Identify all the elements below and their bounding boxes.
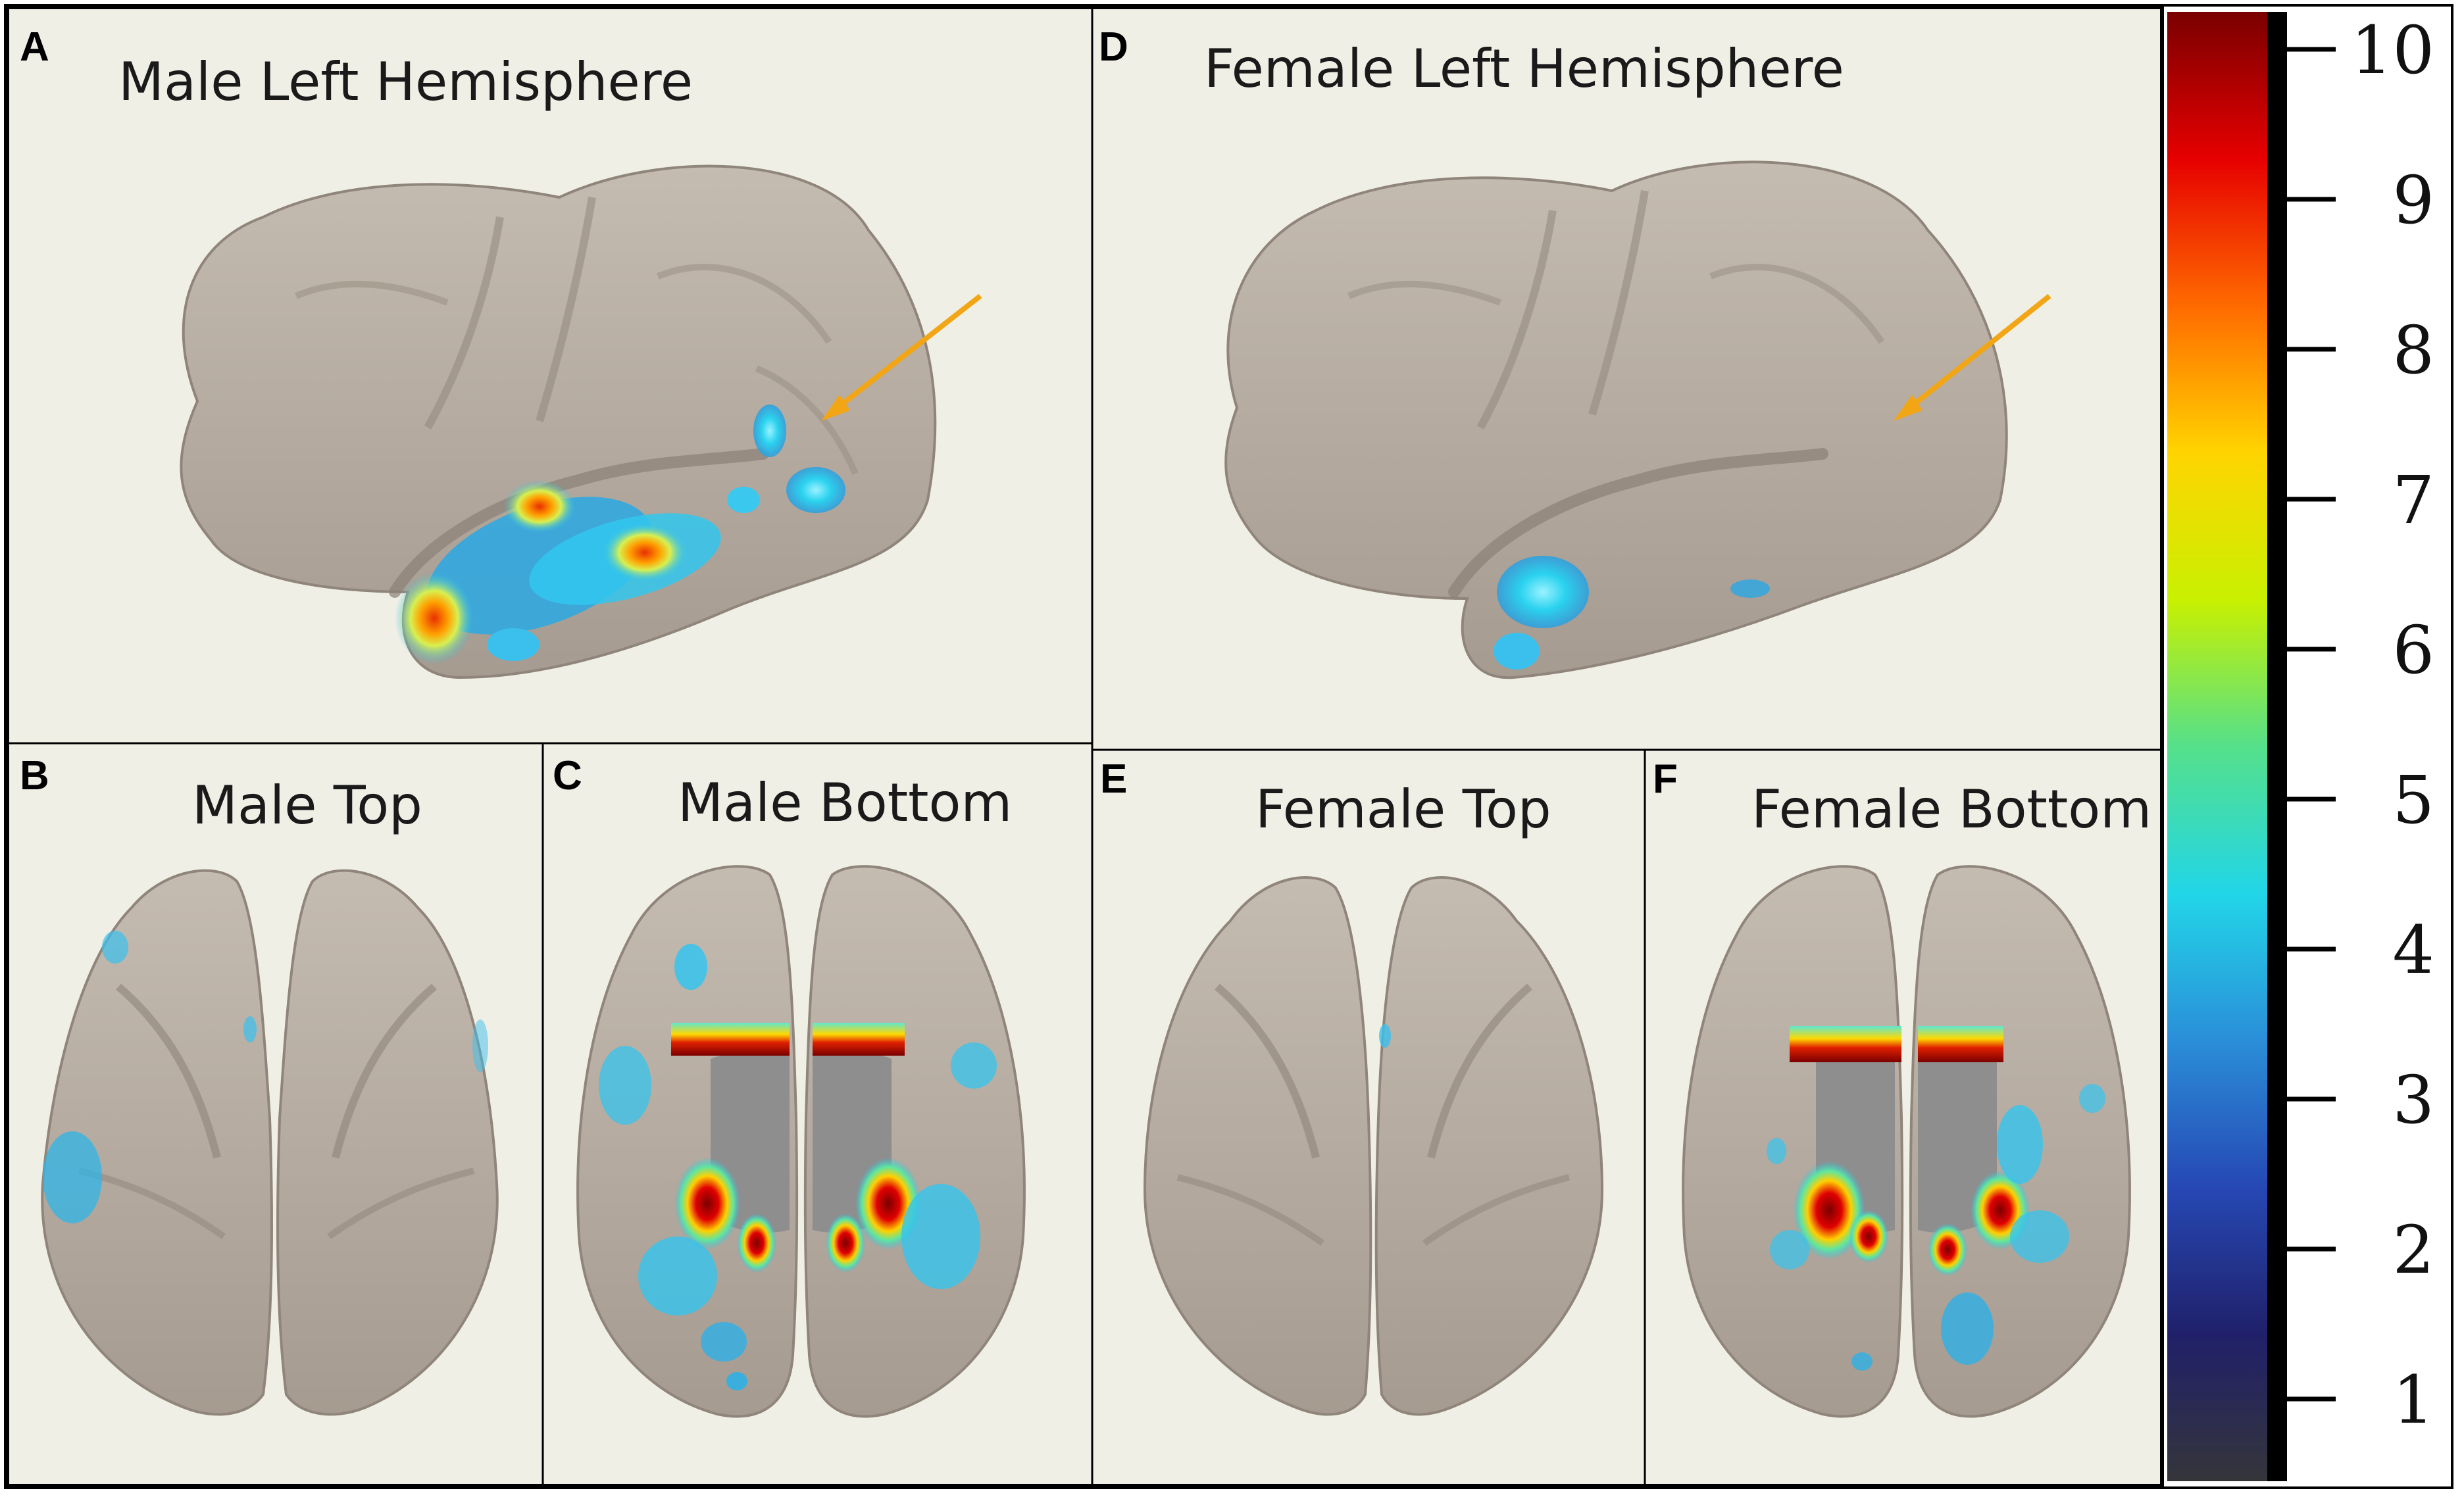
panel-b: B Male Top	[20, 753, 499, 1416]
panel-d: D Female Left Hemisphere	[1099, 24, 2051, 679]
panel-f-title: Female Bottom	[1751, 779, 2151, 840]
panel-d-title: Female Left Hemisphere	[1204, 38, 1844, 99]
panel-a-title: Male Left Hemisphere	[118, 51, 693, 112]
panel-e-letter: E	[1100, 756, 1127, 802]
female-left-hemisphere-brain	[1224, 160, 2008, 679]
female-bottom-brain	[1682, 865, 2131, 1418]
panel-b-letter: B	[20, 753, 49, 798]
colorbar-ticks: 10 9 8 7 6 5 4 3 2 1	[2286, 12, 2434, 1438]
panel-e-title: Female Top	[1255, 779, 1551, 840]
colorbar-tick-label: 1	[2392, 1362, 2434, 1438]
colorbar-tick-label: 5	[2392, 762, 2434, 839]
colorbar: 10 9 8 7 6 5 4 3 2 1	[2160, 7, 2451, 1486]
panel-f: F Female Bottom	[1653, 756, 2151, 1418]
male-left-hemisphere-brain	[180, 164, 937, 679]
colorbar-scale	[2167, 12, 2267, 1481]
panel-c-title: Male Bottom	[678, 772, 1012, 833]
panel-dividers	[7, 7, 2162, 1486]
female-top-brain	[1143, 876, 1604, 1416]
colorbar-tick-label: 3	[2392, 1062, 2434, 1139]
panel-d-letter: D	[1099, 24, 1128, 70]
panel-a-arrow	[821, 293, 982, 421]
panel-f-letter: F	[1653, 756, 1678, 802]
panel-c-letter: C	[553, 753, 582, 798]
male-top-brain	[41, 869, 499, 1416]
panel-a-letter: A	[20, 24, 49, 70]
panel-e: E Female Top	[1100, 756, 1604, 1416]
colorbar-tick-label: 10	[2351, 12, 2434, 89]
colorbar-tick-label: 7	[2392, 462, 2434, 539]
colorbar-tick-label: 2	[2392, 1212, 2434, 1288]
panel-b-title: Male Top	[192, 775, 422, 836]
colorbar-tick-label: 8	[2392, 312, 2434, 389]
colorbar-axis-strip	[2267, 12, 2286, 1481]
panel-c: C Male Bottom	[553, 753, 1026, 1418]
colorbar-tick-label: 9	[2392, 162, 2434, 239]
colorbar-tick-label: 4	[2392, 912, 2434, 989]
male-bottom-brain	[576, 865, 1026, 1418]
colorbar-tick-label: 6	[2392, 612, 2434, 689]
panel-a: A Male Left Hemisphere	[20, 24, 982, 679]
panel-d-arrow	[1894, 293, 2051, 421]
